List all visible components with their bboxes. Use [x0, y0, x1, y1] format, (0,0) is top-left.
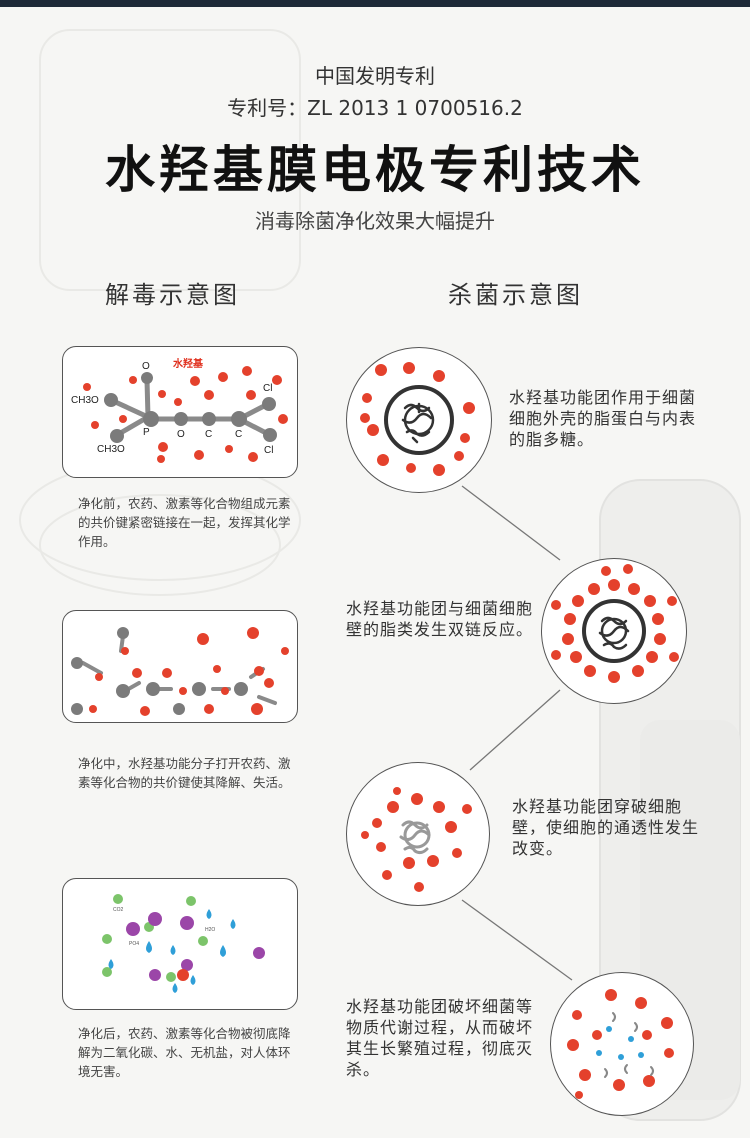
page-subtitle: 消毒除菌净化效果大幅提升	[255, 209, 495, 233]
atom-label: CH3O	[97, 444, 125, 455]
atom-label: CH3O	[71, 395, 99, 406]
bacteria-stage-2-text: 水羟基功能团与细菌细胞壁的脂类发生双链反应。	[346, 599, 534, 639]
molecule-before-drawing: O CH3O P O C C Cl CH3O Cl 水羟基	[71, 357, 288, 463]
atom-label: C	[205, 429, 212, 440]
atom-label: Cl	[263, 383, 272, 394]
molecule-after-diagram: CO2 H2O PO4	[62, 878, 298, 1010]
atom-label: Cl	[264, 445, 273, 456]
page-title: 水羟基膜电极专利技术	[105, 141, 645, 199]
bacteria-stage-4-drawing	[567, 989, 674, 1099]
bacteria-stage-3-drawing	[361, 787, 472, 892]
during-purification-caption: 净化中，水羟基功能分子打开农药、激素等化合物的共价键使其降解、失活。	[78, 756, 291, 790]
hydroxyl-tag: 水羟基	[172, 357, 204, 370]
molecule-during-diagram	[62, 610, 298, 723]
bacteria-stage-3-diagram	[346, 762, 490, 906]
before-purification-caption: 净化前，农药、激素等化合物组成元素的共价键紧密链接在一起，发挥其化学作用。	[78, 496, 291, 549]
molecule-before-diagram: O CH3O P O C C Cl CH3O Cl 水羟基	[62, 346, 298, 478]
bacteria-stage-4-diagram	[550, 972, 694, 1116]
atom-label: P	[143, 427, 150, 438]
atom-label: O	[177, 429, 185, 440]
detox-diagram-heading: 解毒示意图	[105, 281, 240, 309]
patent-number: 专利号：ZL 2013 1 0700516.2	[227, 96, 523, 120]
molecule-label: CO2	[113, 907, 124, 913]
atom-label: C	[235, 429, 242, 440]
bacteria-stage-1-diagram	[346, 347, 492, 493]
molecule-after-drawing: CO2 H2O PO4	[102, 894, 265, 993]
molecule-label: PO4	[129, 941, 139, 947]
bacteria-stage-2-diagram	[541, 558, 687, 704]
patent-label: 中国发明专利	[315, 64, 435, 88]
bacteria-stage-2-drawing	[551, 564, 679, 683]
bacteria-stage-1-text: 水羟基功能团作用于细菌细胞外壳的脂蛋白与内表的脂多糖。	[509, 388, 697, 449]
bacteria-stage-1-drawing	[360, 362, 475, 476]
molecule-label: H2O	[205, 927, 215, 933]
bacteria-stage-3-text: 水羟基功能团穿破细胞壁，使细胞的通透性发生改变。	[512, 797, 700, 858]
bacteria-stage-4-text: 水羟基功能团破坏细菌等物质代谢过程，从而破坏其生长繁殖过程，彻底灭杀。	[346, 997, 534, 1079]
atom-label: O	[142, 361, 150, 372]
molecule-during-drawing	[71, 627, 289, 716]
top-bar	[0, 0, 750, 7]
sterilization-diagram-heading: 杀菌示意图	[448, 281, 583, 309]
after-purification-caption: 净化后，农药、激素等化合物被彻底降解为二氧化碳、水、无机盐，对人体环境无害。	[78, 1026, 291, 1079]
